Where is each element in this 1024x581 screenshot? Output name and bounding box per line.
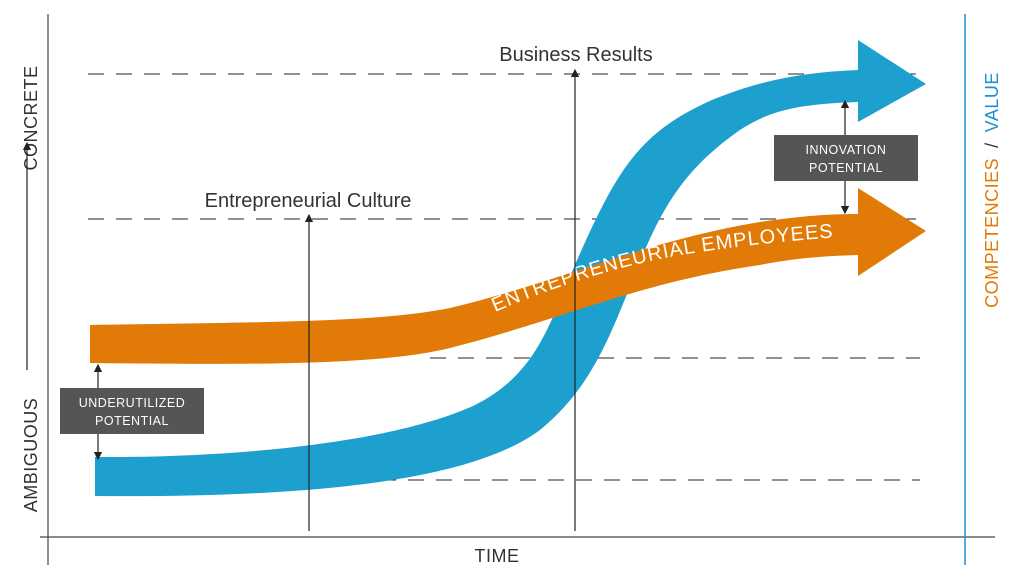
innovation-potential-box bbox=[774, 135, 918, 181]
underutilized-line1: UNDERUTILIZED bbox=[79, 396, 186, 410]
business-results-label: Business Results bbox=[499, 44, 652, 66]
value-label: VALUE bbox=[982, 72, 1002, 132]
competencies-label: COMPETENCIES bbox=[982, 158, 1002, 308]
entrepreneurial-culture-label: Entrepreneurial Culture bbox=[205, 190, 412, 212]
slash-label: / bbox=[982, 142, 1002, 148]
innovation-line1: INNOVATION bbox=[806, 143, 887, 157]
underutilized-line2: POTENTIAL bbox=[95, 414, 169, 428]
entrepreneurial-employees-arrow bbox=[90, 188, 926, 364]
innovative-initiatives-arrow bbox=[95, 40, 926, 497]
innovation-line2: POTENTIAL bbox=[809, 161, 883, 175]
concrete-label: CONCRETE bbox=[21, 65, 41, 170]
underutilized-potential-box bbox=[60, 388, 204, 434]
value-axis-label: COMPETENCIES / VALUE bbox=[982, 72, 1002, 308]
ambiguous-label: AMBIGUOUS bbox=[21, 398, 41, 513]
time-label: TIME bbox=[475, 546, 520, 566]
